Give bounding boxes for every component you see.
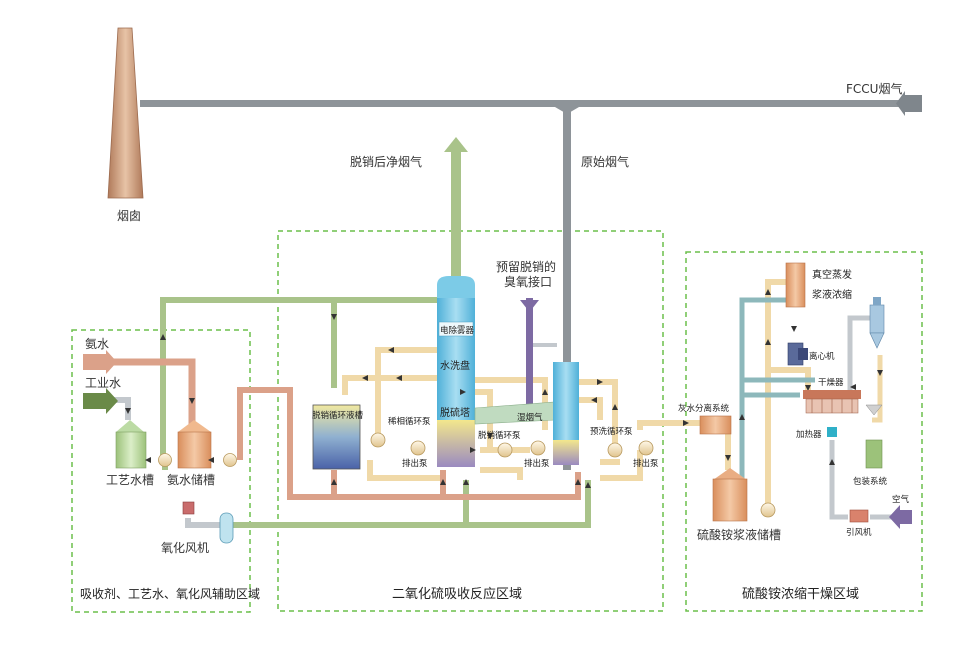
- ozone-port-label-line2: 臭氧接口: [504, 274, 552, 289]
- cyclone-separator: [869, 297, 885, 349]
- chimney: [107, 27, 144, 199]
- chimney-label: 烟囱: [117, 209, 141, 223]
- heater-unit: [827, 427, 837, 437]
- ash-separation-system-label: 灰水分离系统: [678, 403, 730, 414]
- process-water-tank: [115, 420, 147, 469]
- desulfurization-tower-label: 脱硫塔: [440, 406, 470, 419]
- air-inlet-arrow: [889, 505, 912, 529]
- prewash-circulation-pump-label: 预洗循环泵: [590, 426, 633, 437]
- packaging-system-label: 包装系统: [853, 476, 888, 487]
- ozone-port-label-line1: 预留脱销的: [496, 259, 556, 274]
- aux-pump-1: [158, 453, 172, 467]
- centrifuge-unit: [787, 342, 808, 366]
- drying-region-label: 硫酸铵浓缩干燥区域: [742, 586, 859, 602]
- air-label: 空气: [892, 494, 910, 505]
- ammonia-water-inlet-arrow: [83, 350, 117, 374]
- discharge-pump-3-label: 排出泵: [633, 458, 659, 469]
- clean-flue-gas-label: 脱销后净烟气: [350, 154, 422, 169]
- dilute-circulation-pump-label: 稀相循环泵: [388, 416, 431, 427]
- wet-flue-gas-label: 湿烟气: [517, 412, 543, 423]
- discharge-pump-2-icon: [530, 440, 546, 456]
- slurry-pump: [760, 502, 776, 518]
- discharge-pump-2-label: 排出泵: [524, 458, 550, 469]
- demister-label: 电除雾器: [440, 325, 475, 336]
- denitration-circulation-tank: [312, 404, 361, 470]
- raw-flue-gas-label: 原始烟气: [581, 154, 629, 169]
- dryer-unit: [803, 390, 861, 414]
- dryer-hopper: [865, 404, 883, 416]
- oxidation-fan-label: 氧化风机: [161, 541, 209, 555]
- desulfurization-tower: [437, 276, 475, 467]
- induced-draft-fan-label: 引风机: [846, 527, 872, 538]
- flue-gas-main-pipe: [140, 91, 922, 470]
- oxidation-fan: [182, 501, 234, 544]
- reaction-region-border: [277, 230, 664, 612]
- aux-region-border: [71, 329, 251, 613]
- heater-label: 加热器: [796, 429, 822, 440]
- industrial-water-inlet-arrow: [83, 388, 118, 414]
- process-water-tank-label: 工艺水槽: [106, 473, 154, 487]
- slurry-concentration-label: 浆液浓缩: [812, 288, 852, 301]
- ammonia-water-label: 氨水: [85, 337, 109, 351]
- ozone-port-arrow: [520, 298, 539, 418]
- vacuum-evaporator: [785, 262, 806, 308]
- aux-region-label: 吸收剂、工艺水、氧化风辅助区域: [80, 586, 260, 601]
- prewash-tower: [553, 362, 579, 465]
- dilute-circulation-pump: [370, 432, 386, 448]
- packaging-bin: [865, 439, 883, 469]
- flow-arrows: [125, 289, 883, 488]
- ammonia-storage-tank-label: 氨水储槽: [167, 472, 215, 487]
- drying-region-border: [685, 251, 923, 612]
- fccu-flue-gas-label: FCCU烟气: [846, 81, 902, 96]
- ammonium-sulfate-slurry-tank: [712, 468, 748, 522]
- clean-flue-gas-pipe: [444, 137, 468, 276]
- discharge-pump-3-icon: [638, 440, 654, 456]
- denitration-circulation-pump-icon: [497, 442, 513, 458]
- discharge-pump-1-icon: [410, 440, 426, 456]
- dryer-label: 干燥器: [818, 377, 844, 388]
- denitration-circulation-pump-label: 脱销循环泵: [478, 430, 521, 441]
- centrifuge-label: 离心机: [809, 351, 835, 362]
- ammonia-storage-tank: [177, 420, 212, 469]
- prewash-circulation-pump-icon: [607, 442, 623, 458]
- induced-draft-fan-icon: [849, 509, 869, 523]
- water-wash-tray-label: 水洗盘: [440, 359, 470, 372]
- discharge-pump-1-label: 排出泵: [402, 458, 428, 469]
- ash-separation-tank: [699, 415, 732, 435]
- reaction-region-label: 二氧化硫吸收反应区域: [392, 586, 522, 602]
- aux-pump-2: [223, 453, 237, 467]
- denitration-circulation-tank-label: 脱销循环液槽: [312, 410, 364, 421]
- ammonium-sulfate-slurry-tank-label: 硫酸铵浆液储槽: [697, 527, 781, 542]
- vacuum-evaporation-label: 真空蒸发: [812, 268, 852, 281]
- industrial-water-label: 工业水: [85, 376, 121, 390]
